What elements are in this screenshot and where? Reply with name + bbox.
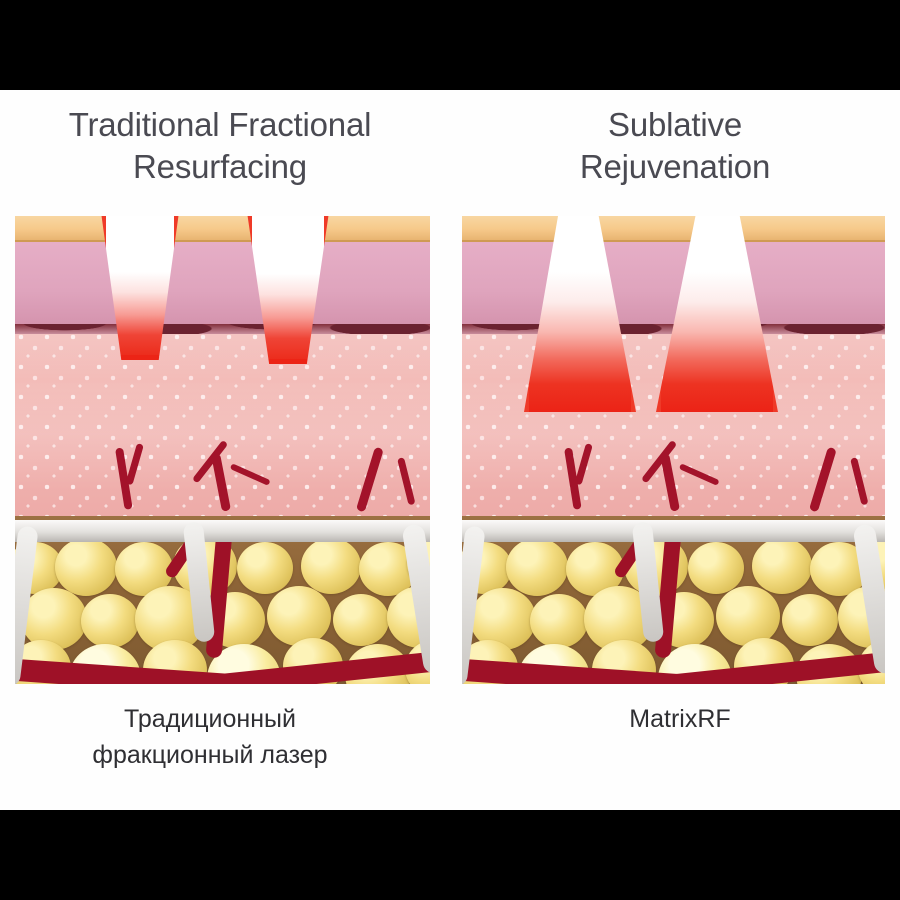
fat-cell — [21, 588, 87, 650]
fat-cell — [470, 588, 536, 650]
skin-cross-section-sublative — [462, 216, 885, 684]
left-caption-line-2: фракционный лазер — [92, 740, 328, 769]
epidermis-layer-right — [462, 242, 885, 324]
right-panel-caption: MatrixRF — [470, 702, 890, 738]
fat-cell — [301, 538, 361, 594]
fat-cell — [81, 594, 139, 648]
fat-cell — [782, 594, 838, 646]
skin-cross-section-traditional — [15, 216, 430, 684]
letterbox-bottom — [0, 810, 900, 900]
fat-cell — [237, 542, 293, 594]
right-caption-line-1: MatrixRF — [629, 705, 731, 733]
fibrous-septum-top-left — [15, 520, 430, 542]
fat-cell — [688, 542, 744, 594]
epidermis-layer-left — [15, 242, 430, 324]
right-title-line-2: Rejuvenation — [579, 148, 771, 186]
fat-cell — [267, 586, 331, 646]
letterbox-top — [0, 0, 900, 90]
stratum-corneum-right — [462, 216, 885, 242]
hypodermis-layer-left — [15, 516, 430, 684]
left-panel-title: Traditional Fractional Resurfacing — [10, 104, 430, 188]
left-title-line-2: Resurfacing — [133, 148, 307, 186]
left-panel-caption: Традиционный фракционный лазер — [0, 702, 420, 773]
left-title-line-1: Traditional Fractional — [68, 106, 372, 143]
dermis-layer-left — [15, 330, 430, 530]
right-title-line-1: Sublative — [608, 106, 742, 143]
hypodermis-layer-right — [462, 516, 885, 684]
fibrous-septum-top-right — [462, 520, 885, 542]
fat-cell — [530, 594, 588, 648]
left-caption-line-1: Традиционный — [124, 705, 296, 733]
stratum-corneum-left — [15, 216, 430, 242]
right-panel-title: Sublative Rejuvenation — [465, 104, 885, 188]
fat-cell — [506, 538, 568, 596]
fat-cell — [716, 586, 780, 646]
illustration-canvas: Traditional Fractional Resurfacing Subla… — [0, 90, 900, 810]
fat-cell — [752, 538, 812, 594]
fat-cell — [55, 538, 117, 596]
fat-cell — [333, 594, 389, 646]
